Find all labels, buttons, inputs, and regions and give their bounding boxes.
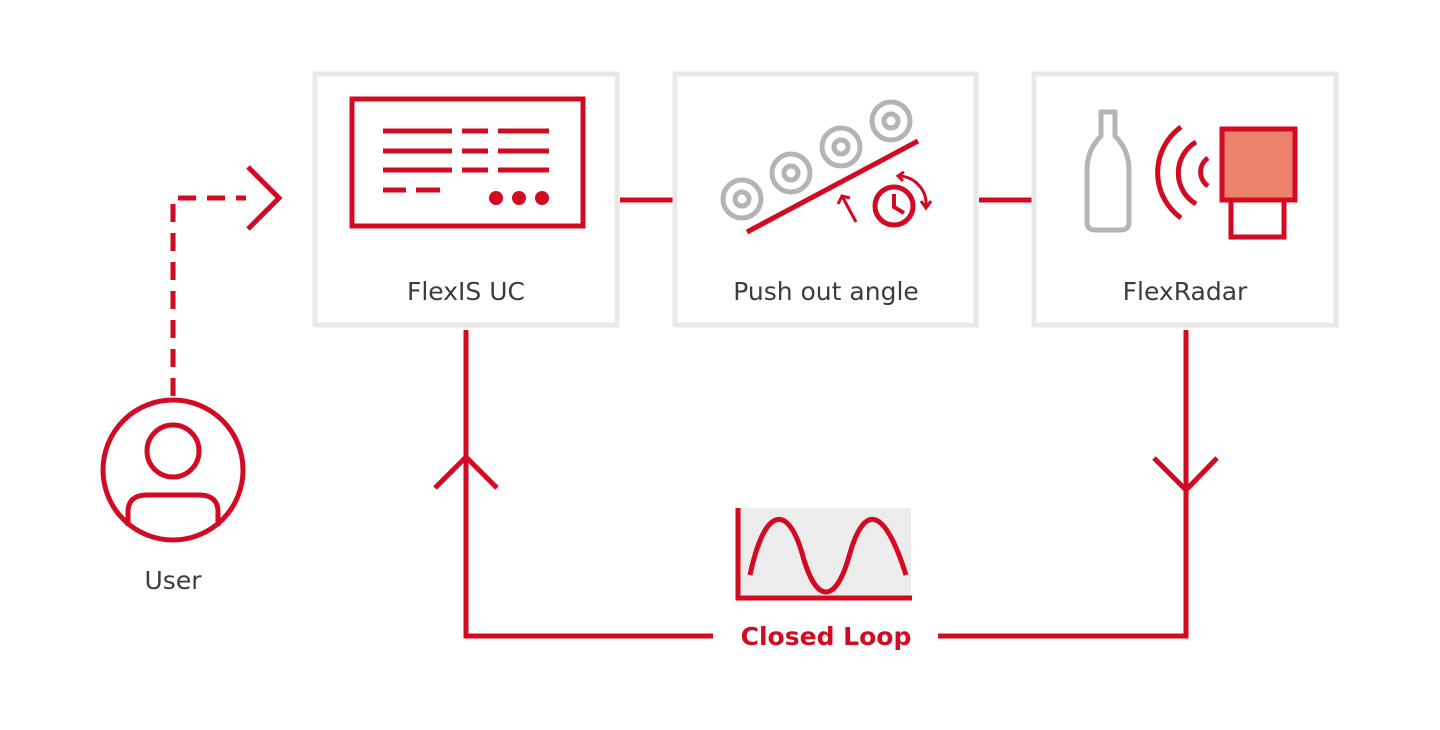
- closed-loop-path: [433, 330, 1219, 639]
- closed-loop-label: Closed Loop: [741, 622, 912, 651]
- node-flexis-uc: FlexIS UC: [312, 71, 620, 328]
- timer-icon: [872, 170, 933, 228]
- conveyor-rollers-icon: [720, 99, 920, 235]
- node-push-out-angle: Push out angle: [672, 71, 979, 328]
- node-label-flexradar: FlexRadar: [1123, 277, 1248, 306]
- user-to-flexis-connector: [170, 165, 283, 396]
- control-unit-icon: [349, 96, 586, 229]
- node-flexradar: FlexRadar: [1031, 71, 1339, 328]
- arrow-down-icon: [1152, 456, 1219, 494]
- arrow-up-icon: [433, 453, 499, 490]
- waveform-icon: [735, 508, 912, 601]
- node-label-flexis-uc: FlexIS UC: [407, 277, 525, 306]
- user-label: User: [145, 566, 203, 595]
- radar-sensor-icon: [1155, 124, 1298, 240]
- node-label-push-out-angle: Push out angle: [733, 277, 919, 306]
- user-icon: [100, 397, 246, 543]
- bottle-icon: [1084, 109, 1132, 233]
- arrow-right-icon: [246, 165, 283, 231]
